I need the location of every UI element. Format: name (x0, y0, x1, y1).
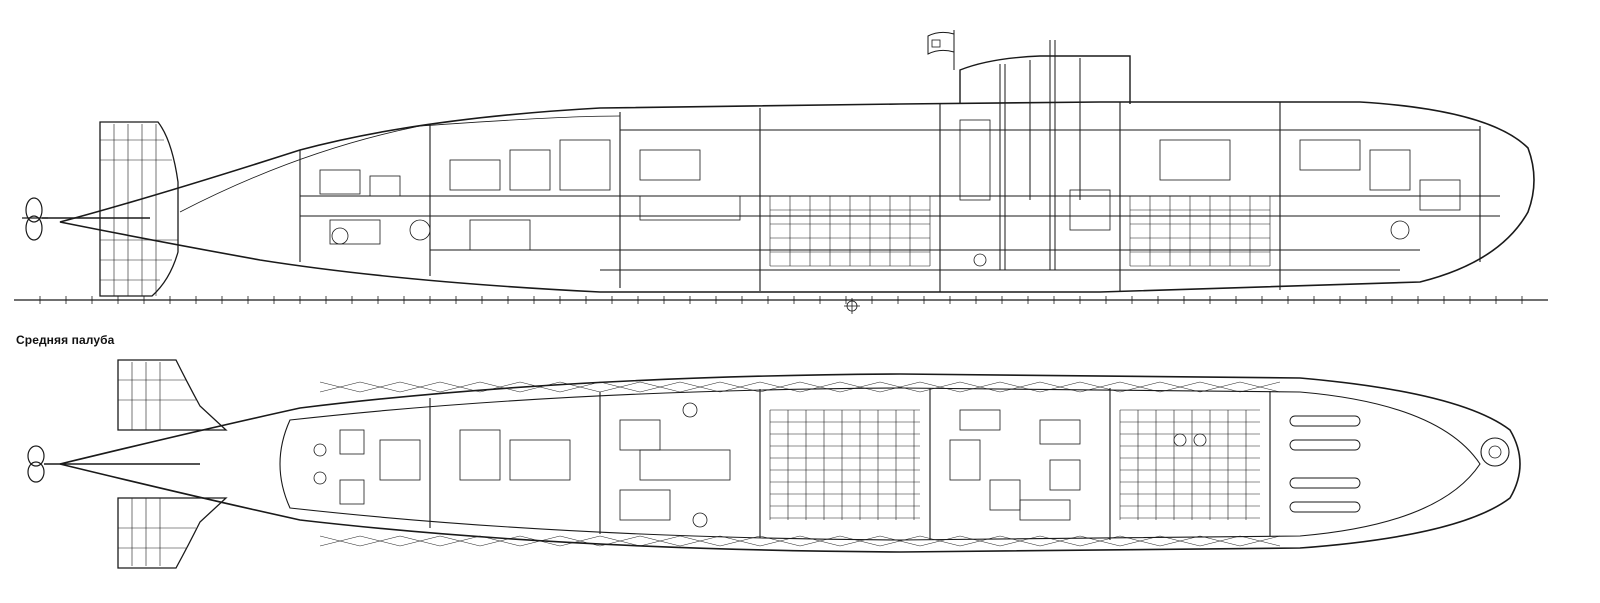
light-hull-line (179, 115, 621, 213)
frame-ticks (39, 296, 1523, 304)
hull-profile (59, 101, 1535, 293)
plan-hull-outline (59, 373, 1521, 553)
stabilizer-lower (117, 497, 228, 569)
deck-plan (27, 359, 1521, 569)
plan-bulkheads (429, 388, 1271, 540)
stabilizer-grid (118, 362, 196, 566)
propeller (22, 197, 48, 241)
middle-deck-label: Средняя палуба (16, 333, 115, 347)
plan-pressure-hull (279, 387, 1481, 541)
plan-propeller (27, 445, 45, 483)
midship-mark (844, 298, 860, 314)
battery-grid-plan (769, 409, 1260, 520)
casing-bracing (319, 381, 1281, 547)
bow-hatch (1480, 437, 1510, 467)
side-elevation (14, 30, 1548, 314)
machinery-plan (313, 402, 1207, 528)
rudder-grid (100, 124, 178, 296)
machinery-side (319, 119, 1461, 267)
periscope-masts (999, 40, 1081, 270)
bulkheads (299, 102, 1481, 292)
flag-icon (927, 30, 955, 70)
conning-tower (959, 55, 1131, 104)
stabilizer-upper (117, 359, 228, 431)
vertical-rudder (99, 121, 179, 297)
battery-grid-side (769, 195, 1271, 267)
deck-lines (300, 129, 1500, 271)
torpedo-tubes (1289, 415, 1361, 513)
